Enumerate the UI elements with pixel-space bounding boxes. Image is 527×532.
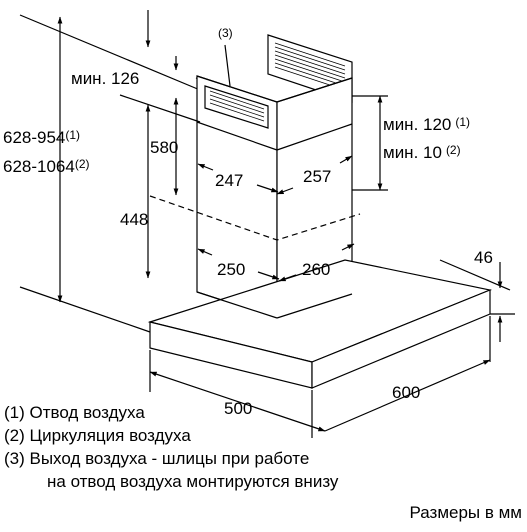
label-260: 260 [302, 260, 330, 279]
label-257: 257 [303, 167, 331, 186]
label-580: 580 [150, 138, 178, 157]
legend-item-3: (3) Выход воздуха - шлицы при работе [4, 449, 310, 468]
units-label: Размеры в мм [409, 503, 522, 522]
dim-257-arrow-right [339, 155, 353, 164]
dim-260-arrow-right [341, 243, 355, 251]
dim-257-arrow [276, 187, 294, 195]
label-448: 448 [120, 210, 148, 229]
label-min-126: мин. 126 [71, 69, 139, 88]
label-600: 600 [392, 383, 420, 402]
inner-chimney-panel [204, 85, 269, 129]
label-min-10: мин. 10(2) [383, 143, 461, 162]
label-height-628-1064: 628-1064(2) [3, 157, 90, 176]
canopy-base-edge [196, 291, 278, 319]
inner-shelf-line [196, 121, 278, 151]
label-247: 247 [215, 171, 243, 190]
inner-shelf-line-right [276, 123, 353, 151]
dim-600-line [324, 359, 491, 432]
legend-item-1: (1) Отвод воздуха [4, 403, 145, 422]
dim-448-extension [119, 94, 201, 123]
callout-3-label: (3) [218, 26, 233, 40]
legend-item-2: (2) Циркуляция воздуха [4, 426, 191, 445]
label-250: 250 [217, 260, 245, 279]
floor-reference-line [19, 286, 151, 333]
dim-500-line [149, 371, 326, 432]
air-slots-front-icon [209, 90, 265, 122]
chimney-top-edge [196, 75, 353, 103]
ceiling-line [19, 14, 201, 91]
legend-item-3-continued: на отвод воздуха монтируются внизу [47, 472, 339, 491]
dim-247-arrow-left [197, 163, 214, 171]
dim-250-arrow [257, 271, 280, 280]
label-46: 46 [474, 248, 493, 267]
callout-3-leader [224, 44, 231, 87]
dim-250-arrow-left [197, 248, 213, 256]
label-500: 500 [224, 399, 252, 418]
label-height-628-954: 628-954(1) [3, 128, 80, 147]
label-min-120: мин. 120(1) [383, 115, 470, 134]
dim-247-arrow [256, 184, 279, 193]
dim-260-arrow [278, 274, 297, 282]
chimney-split-dashed-line [149, 195, 361, 241]
canopy-base-edge-right [276, 293, 353, 319]
